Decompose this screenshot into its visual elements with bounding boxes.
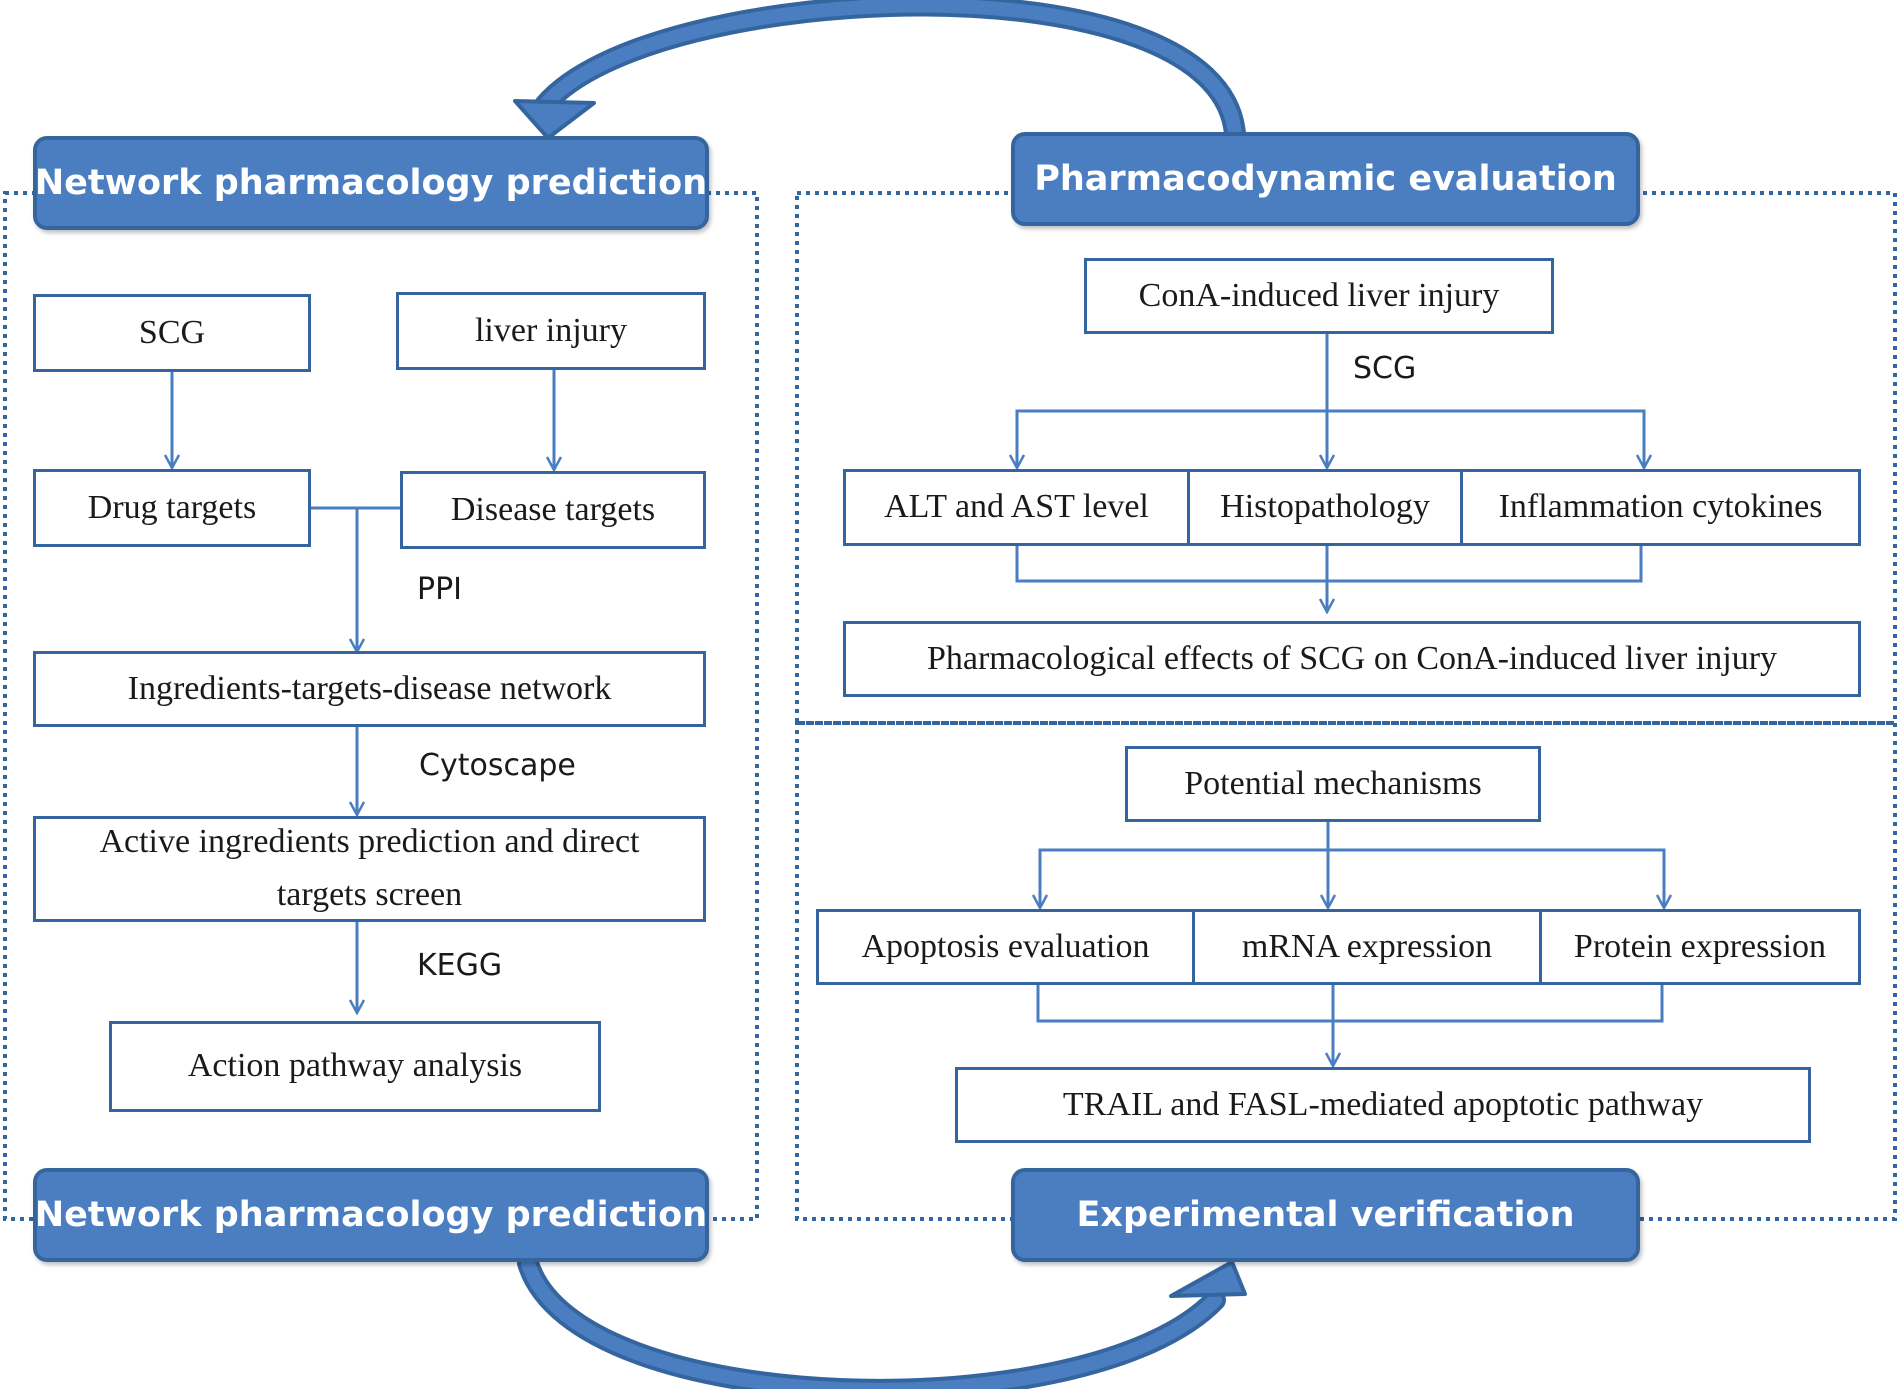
box-mrna-expression: mRNA expression bbox=[1192, 909, 1542, 985]
right-bottom-connectors bbox=[1038, 822, 1664, 1065]
cycle-arrow-bottom bbox=[517, 1252, 1226, 1389]
branch-left-alt bbox=[1017, 409, 1327, 467]
header-pharmacodynamic-evaluation: Pharmacodynamic evaluation bbox=[1011, 132, 1640, 226]
merge-bottom-2 bbox=[1036, 985, 1664, 1023]
label-kegg: KEGG bbox=[417, 948, 503, 983]
header-network-pharmacology-bottom: Network pharmacology prediction bbox=[33, 1168, 709, 1262]
branch-right-protein bbox=[1328, 848, 1664, 907]
box-action-pathway: Action pathway analysis bbox=[109, 1021, 601, 1112]
merge-bottom bbox=[1015, 546, 1643, 583]
branch-left-apoptosis bbox=[1040, 848, 1328, 907]
box-potential-mechanisms: Potential mechanisms bbox=[1125, 746, 1541, 822]
cycle-arrowhead-bottom bbox=[1169, 1260, 1247, 1298]
box-protein-expression: Protein expression bbox=[1539, 909, 1861, 985]
box-inflammation-cytokines: Inflammation cytokines bbox=[1460, 469, 1861, 546]
box-disease-targets: Disease targets bbox=[400, 471, 706, 549]
right-top-connectors bbox=[1017, 334, 1644, 611]
label-ppi: PPI bbox=[417, 572, 463, 607]
left-connectors bbox=[172, 370, 554, 1012]
cycle-arrowhead-top bbox=[513, 99, 596, 140]
branch-right-inflam bbox=[1327, 409, 1644, 467]
header-experimental-verification: Experimental verification bbox=[1011, 1168, 1640, 1262]
box-ingredients-network: Ingredients-targets-disease network bbox=[33, 651, 706, 727]
box-trail-fasl-pathway: TRAIL and FASL-mediated apoptotic pathwa… bbox=[955, 1067, 1811, 1143]
header-network-pharmacology-top: Network pharmacology prediction bbox=[33, 136, 709, 230]
cycle-arrow-bottom-inner bbox=[521, 1256, 1222, 1389]
box-alt-ast: ALT and AST level bbox=[843, 469, 1190, 546]
label-cytoscape: Cytoscape bbox=[419, 748, 576, 783]
cycle-arrow-top bbox=[534, 0, 1246, 145]
box-liver-injury: liver injury bbox=[396, 292, 706, 370]
cycle-arrow-top-inner bbox=[538, 0, 1242, 141]
box-apoptosis-evaluation: Apoptosis evaluation bbox=[816, 909, 1195, 985]
box-histopathology: Histopathology bbox=[1187, 469, 1463, 546]
box-drug-targets: Drug targets bbox=[33, 469, 311, 547]
box-cona-induced: ConA-induced liver injury bbox=[1084, 258, 1554, 334]
box-scg: SCG bbox=[33, 294, 311, 372]
label-scg-treatment: SCG bbox=[1353, 351, 1417, 386]
box-pharmacological-effects: Pharmacological effects of SCG on ConA-i… bbox=[843, 621, 1861, 697]
box-active-ingredients: Active ingredients prediction and direct… bbox=[33, 816, 706, 922]
